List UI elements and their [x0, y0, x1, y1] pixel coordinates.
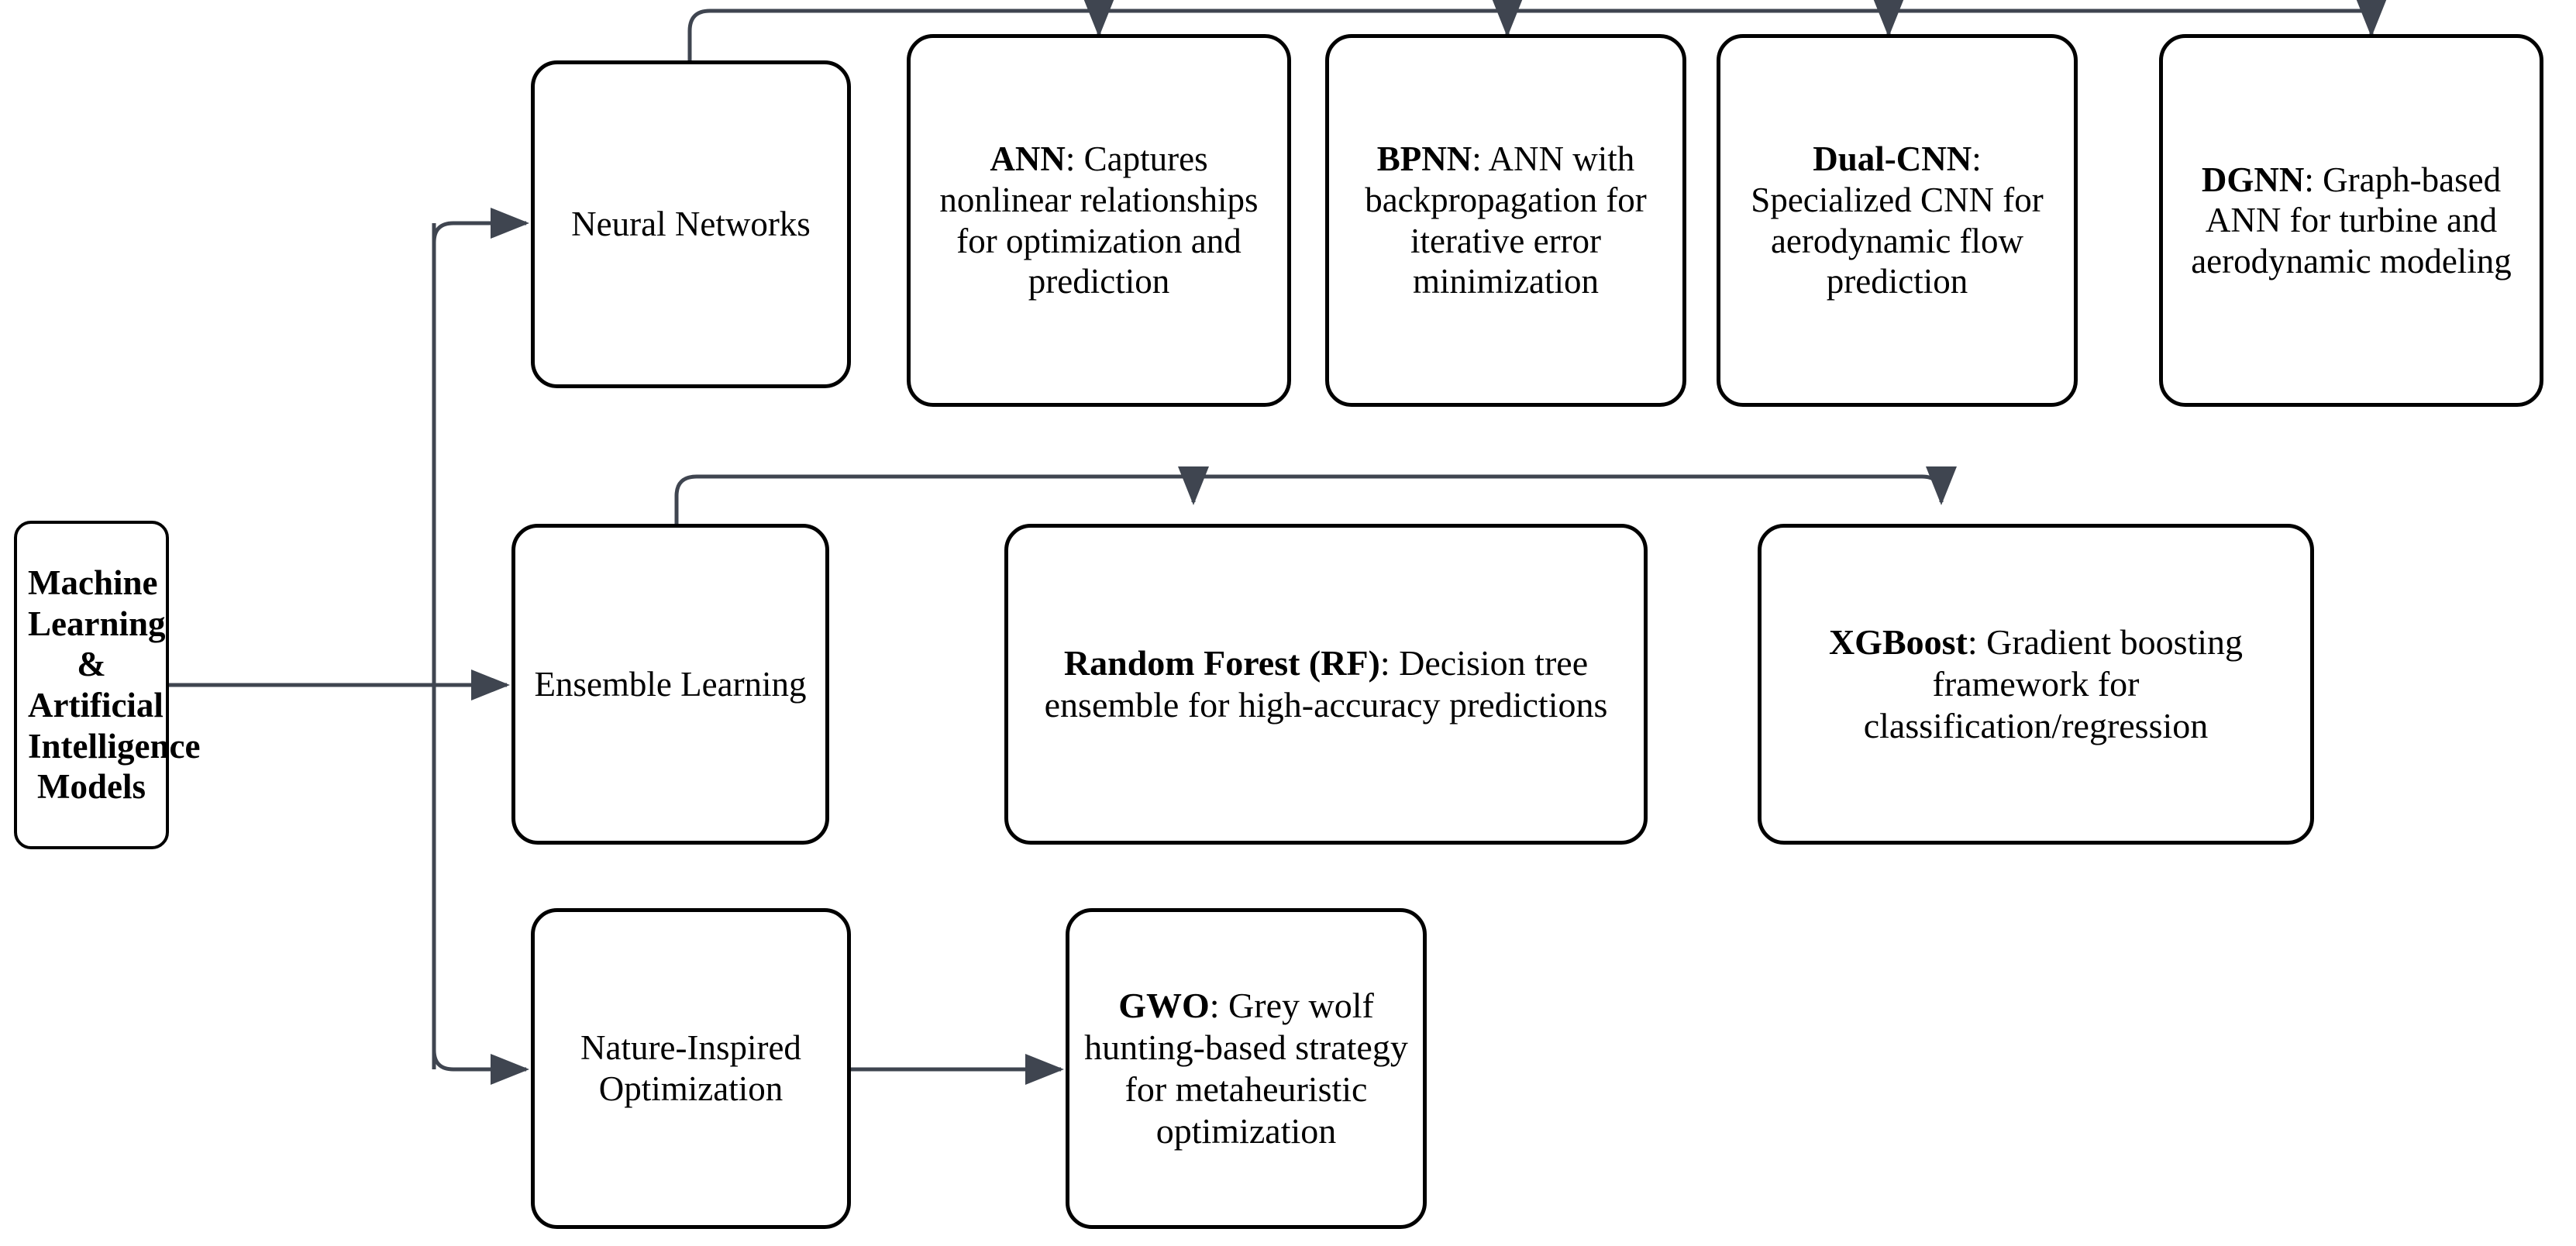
node-xgboost[interactable]: XGBoost: Gradient boosting framework for… — [1758, 524, 2314, 845]
node-dgnn-sep: : — [2304, 160, 2323, 199]
node-bpnn-text: BPNN: ANN with backpropagation for itera… — [1329, 139, 1682, 302]
node-ensemble-learning-label: Ensemble Learning — [534, 664, 807, 704]
node-dual-cnn-desc: Specialized CNN for aerodynamic flow pre… — [1751, 180, 2044, 301]
edge-to-neural-networks — [432, 208, 530, 243]
node-gwo-desc: Grey wolf hunting-based strategy for met… — [1084, 986, 1408, 1151]
node-bpnn-desc: ANN with backpropagation for iterative e… — [1365, 139, 1647, 301]
edge-el-trunk — [674, 474, 1944, 524]
node-random-forest[interactable]: Random Forest (RF): Decision tree ensemb… — [1004, 524, 1648, 845]
node-dgnn[interactable]: DGNN: Graph-based ANN for turbine and ae… — [2159, 34, 2543, 407]
node-xgboost-desc: Gradient boosting framework for classifi… — [1863, 622, 2244, 745]
node-gwo[interactable]: GWO: Grey wolf hunting-based strategy fo… — [1066, 908, 1427, 1229]
node-xgboost-term: XGBoost — [1828, 622, 1968, 663]
node-nature-inspired-optimization[interactable]: Nature-Inspired Optimization — [531, 908, 851, 1229]
node-gwo-sep: : — [1209, 986, 1229, 1026]
node-ann-desc: Captures nonlinear relationships for opt… — [939, 139, 1259, 301]
node-root-label: Machine Learning & Artificial Intelligen… — [28, 563, 201, 807]
node-bpnn-sep: : — [1472, 139, 1489, 179]
edge-to-nature-inspired — [432, 1049, 530, 1085]
node-random-forest-text: Random Forest (RF): Decision tree ensemb… — [1008, 642, 1644, 726]
node-bpnn-term: BPNN — [1376, 139, 1472, 179]
node-ensemble-learning[interactable]: Ensemble Learning — [511, 524, 829, 845]
node-dgnn-term: DGNN — [2201, 160, 2305, 199]
node-xgboost-text: XGBoost: Gradient boosting framework for… — [1762, 621, 2310, 746]
node-dual-cnn-text: Dual-CNN: Specialized CNN for aerodynami… — [1720, 139, 2074, 302]
node-ann-text: ANN: Captures nonlinear relationships fo… — [911, 139, 1287, 302]
node-gwo-term: GWO — [1118, 986, 1210, 1026]
node-neural-networks[interactable]: Neural Networks — [531, 60, 851, 388]
node-bpnn[interactable]: BPNN: ANN with backpropagation for itera… — [1325, 34, 1686, 407]
node-root[interactable]: Machine Learning & Artificial Intelligen… — [14, 521, 201, 849]
node-dual-cnn-term: Dual-CNN — [1813, 139, 1972, 179]
node-ann-term: ANN — [990, 139, 1066, 179]
node-gwo-text: GWO: Grey wolf hunting-based strategy fo… — [1069, 985, 1423, 1151]
node-dual-cnn-sep: : — [1972, 139, 1982, 179]
node-random-forest-desc: Decision tree ensemble for high-accuracy… — [1044, 643, 1608, 725]
node-random-forest-sep: : — [1379, 643, 1400, 683]
node-xgboost-sep: : — [1967, 622, 1987, 663]
node-dual-cnn[interactable]: Dual-CNN: Specialized CNN for aerodynami… — [1717, 34, 2078, 407]
node-neural-networks-label: Neural Networks — [571, 205, 811, 244]
node-ann[interactable]: ANN: Captures nonlinear relationships fo… — [907, 34, 1291, 407]
node-dgnn-desc: Graph-based ANN for turbine and aerodyna… — [2191, 160, 2512, 281]
node-nature-inspired-optimization-label: Nature-Inspired Optimization — [580, 1028, 801, 1108]
node-ann-sep: : — [1065, 139, 1084, 179]
node-random-forest-term: Random Forest (RF) — [1063, 643, 1380, 683]
node-dgnn-text: DGNN: Graph-based ANN for turbine and ae… — [2163, 160, 2540, 282]
